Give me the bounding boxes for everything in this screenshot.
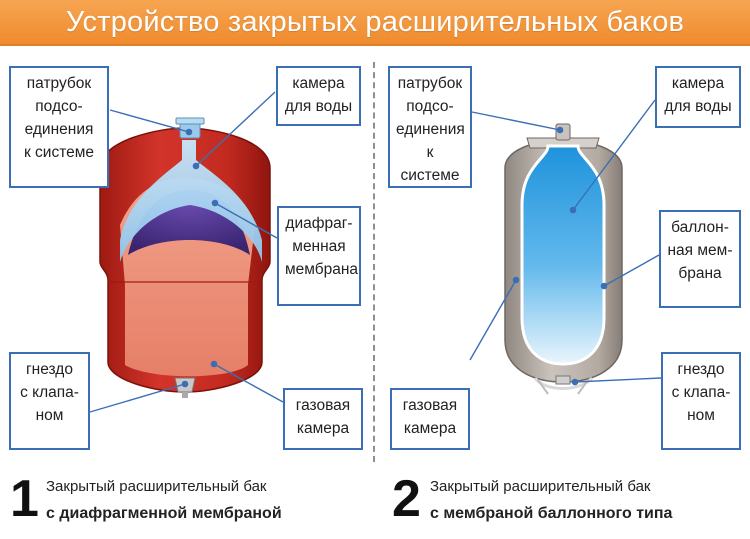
diaphragm-tank bbox=[99, 117, 271, 398]
caption-number-1: 1 bbox=[10, 470, 39, 528]
caption-1-line2: с диафрагменной мембраной bbox=[46, 505, 282, 522]
caption-number-2: 2 bbox=[392, 470, 421, 528]
left-leaders bbox=[89, 91, 284, 413]
panel-divider bbox=[373, 62, 375, 462]
balloon-tank bbox=[504, 123, 623, 395]
caption-2-line1: Закрытый расширительный бак bbox=[430, 478, 651, 495]
caption-2-line2: с мембраной баллонного типа bbox=[430, 505, 673, 522]
right-callout-balloon-membrane: баллон-ная мем-брана bbox=[659, 210, 741, 308]
caption-1-line1: Закрытый расширительный бак bbox=[46, 478, 267, 495]
title-banner: Устройство закрытых расширительных баков bbox=[0, 0, 750, 46]
page-title: Устройство закрытых расширительных баков bbox=[65, 6, 685, 38]
right-leaders bbox=[469, 99, 662, 386]
